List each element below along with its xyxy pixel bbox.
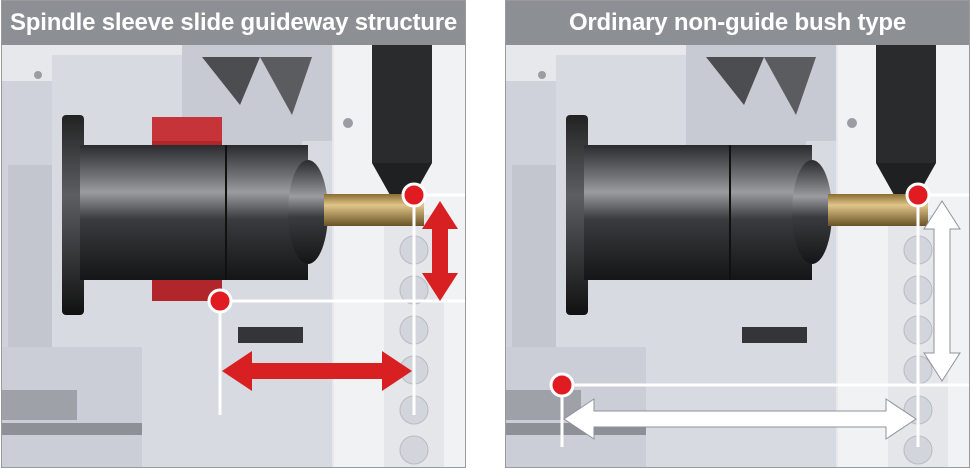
spindle-sleeve: [584, 145, 812, 280]
tool-holder: [372, 45, 432, 163]
machine-illustration-left: [2, 45, 465, 467]
machine-illustration-right: [506, 45, 969, 467]
left-column-inset: [512, 165, 558, 365]
vertical-arrow: [923, 200, 961, 382]
guideway-red-top: [152, 117, 222, 141]
spindle-flange: [566, 115, 588, 315]
tool-bracket-1: [202, 57, 260, 105]
spindle-sleeve: [80, 145, 308, 280]
marker-dot: [207, 288, 233, 314]
machine-svg-left: [2, 45, 465, 467]
left-column-inset: [8, 165, 54, 365]
dark-slot: [238, 327, 303, 343]
spindle-nose: [288, 160, 328, 264]
bolt-icon: [343, 118, 353, 128]
panel-title-right: Ordinary non-guide bush type: [506, 1, 969, 45]
marker-dot: [549, 372, 575, 398]
slide-rail: [2, 390, 77, 420]
tool-holder: [876, 45, 936, 163]
horizontal-arrow: [563, 398, 917, 440]
bolt-icon: [538, 71, 546, 79]
machine-svg-right: [506, 45, 969, 467]
marker-dot: [401, 182, 427, 208]
slide-rail-lower: [2, 423, 142, 435]
tool-bracket-2: [764, 57, 816, 115]
bolt-icon: [847, 118, 857, 128]
dark-slot: [742, 327, 807, 343]
spindle-flange: [62, 115, 84, 315]
bolt-icon: [34, 71, 42, 79]
tool-bracket-2: [260, 57, 312, 115]
marker-dot: [905, 182, 931, 208]
panel-spindle-sleeve: Spindle sleeve slide guideway structure: [1, 0, 466, 468]
vertical-arrow: [422, 201, 458, 301]
panel-non-guide-bush: Ordinary non-guide bush type: [505, 0, 970, 468]
horizontal-arrow: [222, 351, 412, 391]
panel-title-left: Spindle sleeve slide guideway structure: [2, 1, 465, 45]
tool-bracket-1: [706, 57, 764, 105]
spindle-nose: [792, 160, 832, 264]
